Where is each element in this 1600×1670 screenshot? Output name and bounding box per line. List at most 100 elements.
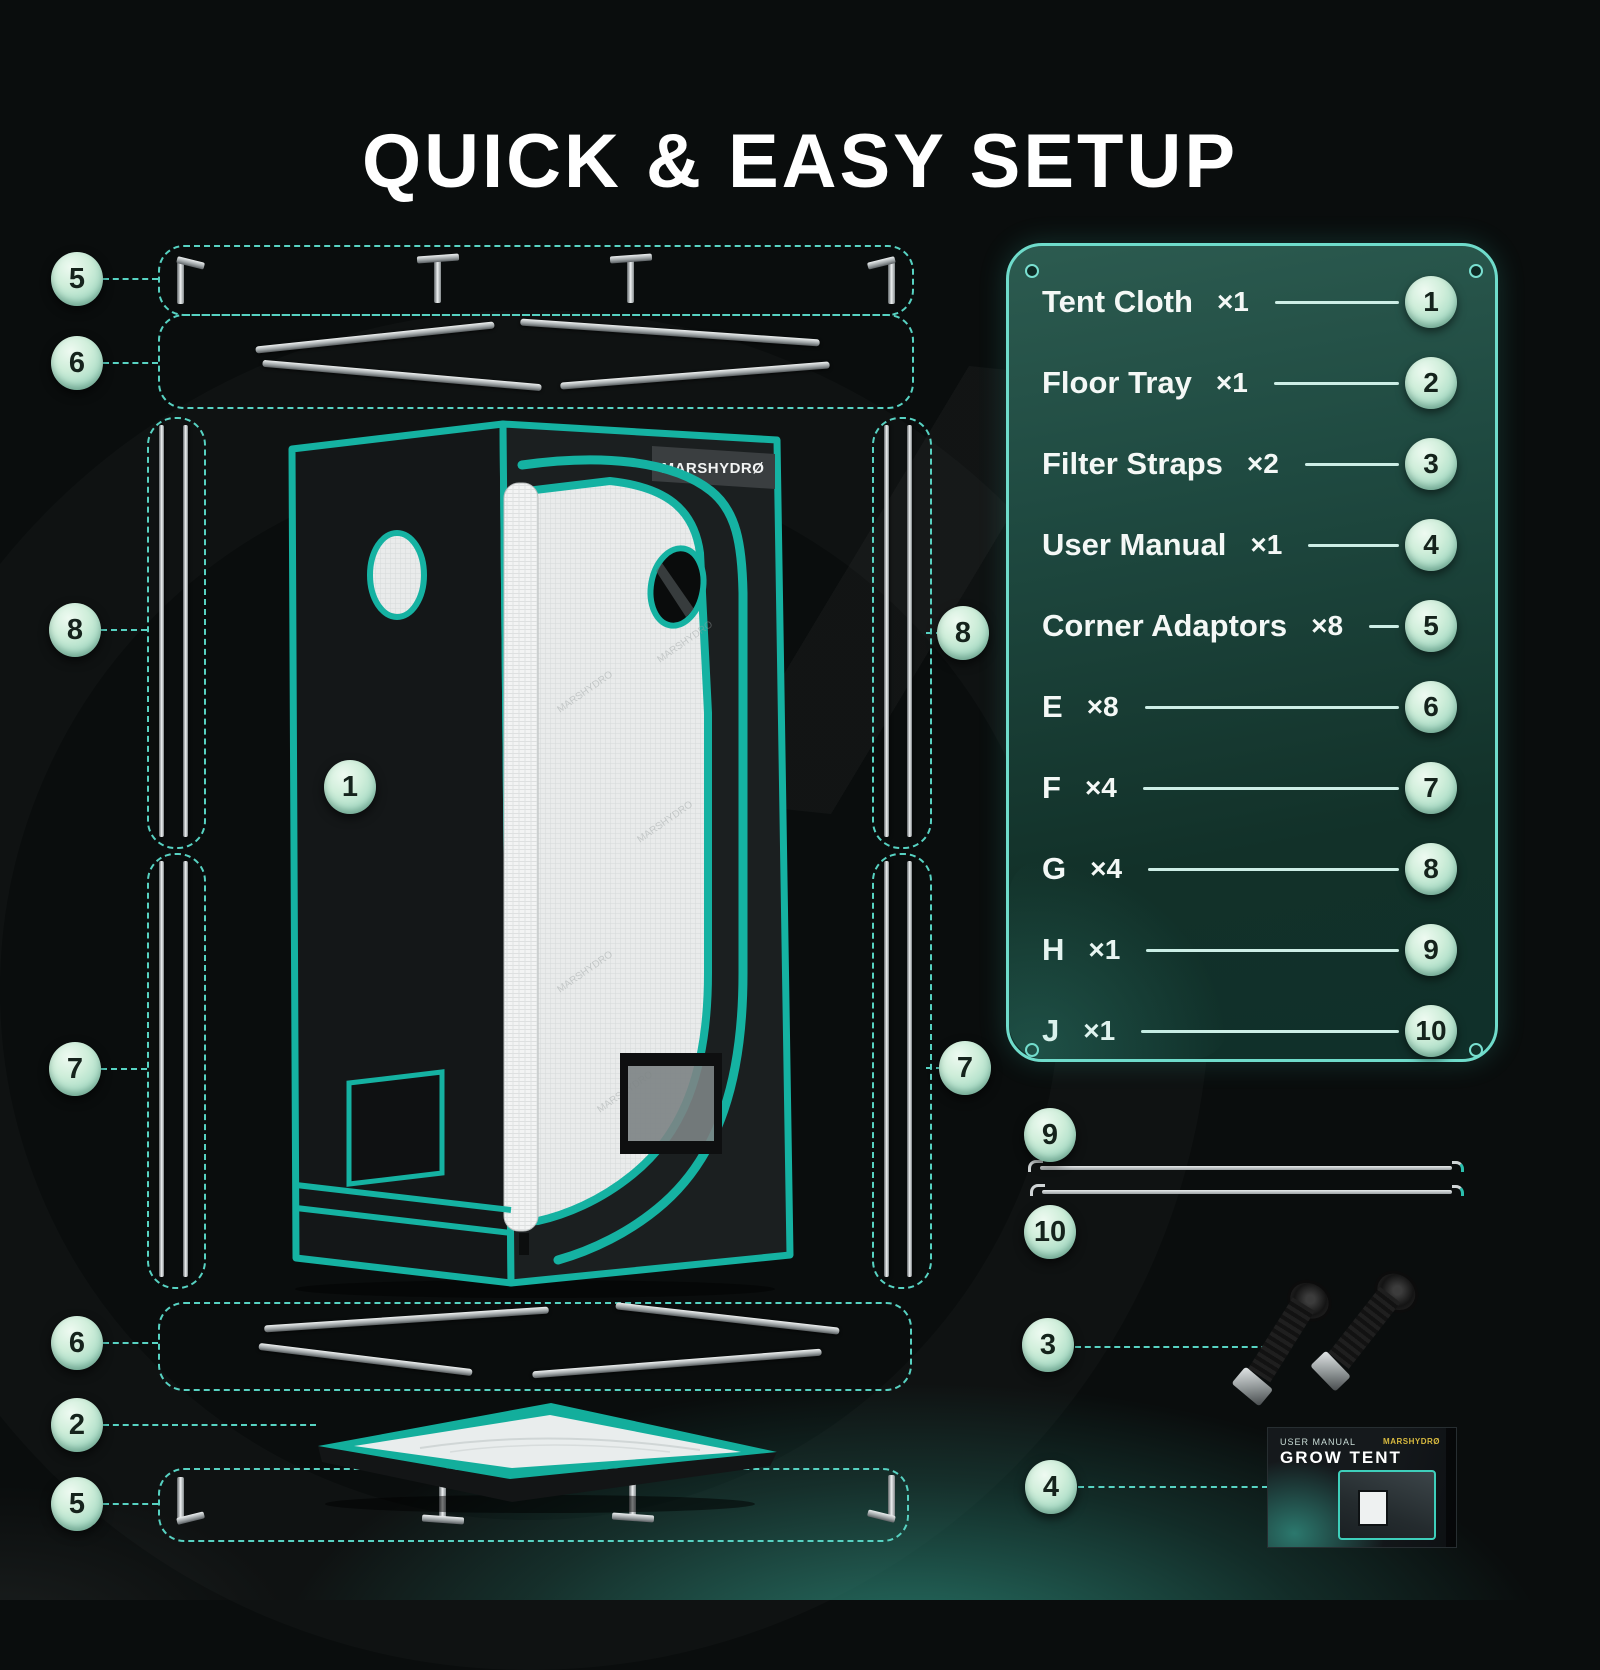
side-vent-oval [367, 530, 427, 620]
group-right-lower-poles [872, 853, 932, 1289]
part-number-badge: 9 [1405, 924, 1457, 976]
parts-list-row: G ×4 8 [1009, 842, 1495, 896]
part-number-badge: 10 [1405, 1005, 1457, 1057]
manual-title: GROW TENT [1280, 1448, 1402, 1467]
part-number-badge: 5 [1405, 600, 1457, 652]
group-right-upper-poles [872, 417, 932, 849]
screw-hole-icon [1469, 1043, 1483, 1057]
bottom-flap-trim [295, 1205, 512, 1236]
group-left-upper-poles [147, 417, 206, 849]
corner-adaptor [858, 1471, 904, 1529]
vertical-pole [183, 425, 188, 837]
part-qty: ×4 [1084, 772, 1117, 803]
connector-dashed [101, 1068, 147, 1070]
corner-adaptor [608, 249, 654, 307]
corner-adaptor [168, 250, 214, 308]
group-corner-adaptors-top [158, 245, 914, 316]
group-bottom-poles [158, 1302, 912, 1391]
callout-badge-tent-cloth: 1 [324, 760, 376, 814]
callout-badge-corner-adaptors-bottom: 5 [51, 1477, 103, 1531]
callout-badge-pole-j: 10 [1024, 1205, 1076, 1259]
connector-dashed [926, 632, 942, 634]
connector-dashed [101, 629, 147, 631]
part-number-badge: 8 [1405, 843, 1457, 895]
callout-badge-manual: 4 [1025, 1460, 1077, 1514]
connector-line [1274, 300, 1399, 304]
manual-kicker: USER MANUAL [1280, 1437, 1357, 1447]
connector-line [1144, 705, 1399, 709]
callout-badge-left-upper: 8 [49, 603, 101, 657]
pole-hook [1452, 1161, 1464, 1172]
connector-dashed [103, 1424, 316, 1426]
connector-dashed [103, 1503, 158, 1505]
floor-tray [318, 1403, 777, 1513]
connector-line [1141, 1029, 1399, 1033]
vertical-pole [907, 861, 912, 1277]
part-number-badge: 3 [1405, 438, 1457, 490]
corner-adaptor [858, 250, 904, 308]
part-label: E [1042, 689, 1063, 724]
pole-hook [1452, 1185, 1464, 1196]
group-top-poles [158, 314, 914, 409]
bottom-flap-trim [295, 1182, 512, 1213]
connector-line [1304, 462, 1399, 466]
vent-highlight [656, 563, 694, 617]
part-qty: ×4 [1090, 853, 1123, 884]
vertical-pole [884, 425, 889, 837]
connector-dashed [1075, 1346, 1287, 1348]
connector-dashed [926, 1067, 942, 1069]
part-label: Filter Straps [1042, 446, 1223, 481]
part-number-badge: 7 [1405, 762, 1457, 814]
parts-list-row: Filter Straps ×2 3 [1009, 437, 1495, 491]
part-label: Tent Cloth [1042, 284, 1193, 319]
tray-base [318, 1446, 777, 1502]
tent-shadow [295, 1280, 775, 1298]
user-manual-card: USER MANUAL GROW TENT MARSHYDRØ [1267, 1427, 1457, 1548]
parts-list-panel: Tent Cloth ×1 1 Floor Tray ×1 2 Filter S… [1006, 243, 1498, 1062]
connector-dashed [103, 1342, 158, 1344]
screw-hole-icon [1469, 264, 1483, 278]
part-qty: ×1 [1088, 934, 1121, 965]
zipper-strip [503, 482, 539, 1232]
corner-adaptor [610, 1469, 656, 1527]
callout-badge-right-upper: 8 [937, 606, 989, 660]
group-left-lower-poles [147, 853, 206, 1289]
connector-line [1273, 381, 1399, 385]
connector-line [1146, 948, 1399, 952]
pole-hook [1028, 1160, 1043, 1172]
callout-badge-top-poles: 6 [51, 336, 103, 390]
connector-dashed [103, 362, 158, 364]
parts-list-row: Floor Tray ×1 2 [1009, 356, 1495, 410]
vertical-pole [159, 861, 164, 1277]
callout-badge-left-lower: 7 [49, 1042, 101, 1096]
callout-badge-straps: 3 [1022, 1318, 1074, 1372]
page-title: QUICK & EASY SETUP [361, 119, 1239, 204]
parts-list-row: User Manual ×1 4 [1009, 518, 1495, 572]
parts-list-row: E ×8 6 [1009, 680, 1495, 734]
door-mesh-window [620, 1053, 722, 1154]
manual-tent-door [1358, 1490, 1388, 1526]
zipper-pull [519, 1233, 529, 1255]
callout-badge-pole-h: 9 [1024, 1108, 1076, 1162]
part-qty: ×1 [1216, 286, 1249, 317]
part-label: Floor Tray [1042, 365, 1192, 400]
part-qty: ×2 [1246, 448, 1279, 479]
part-label: User Manual [1042, 527, 1227, 562]
side-vent-window [346, 1069, 445, 1187]
manual-brand: MARSHYDRØ [1383, 1437, 1440, 1446]
vertical-pole [884, 861, 889, 1277]
vertical-pole [183, 861, 188, 1277]
support-pole-h [1040, 1166, 1452, 1170]
parts-list-row: F ×4 7 [1009, 761, 1495, 815]
corner-adaptor [415, 249, 461, 307]
part-number-badge: 2 [1405, 357, 1457, 409]
part-label: F [1042, 770, 1061, 805]
parts-list-row: Tent Cloth ×1 1 [1009, 275, 1495, 329]
connector-line [1369, 624, 1399, 628]
part-label: H [1042, 932, 1065, 967]
part-qty: ×8 [1311, 610, 1344, 641]
connector-line [1142, 786, 1399, 790]
door-outer-trim [517, 455, 748, 1265]
parts-list-row: Corner Adaptors ×8 5 [1009, 599, 1495, 653]
tray-inner [354, 1415, 741, 1468]
